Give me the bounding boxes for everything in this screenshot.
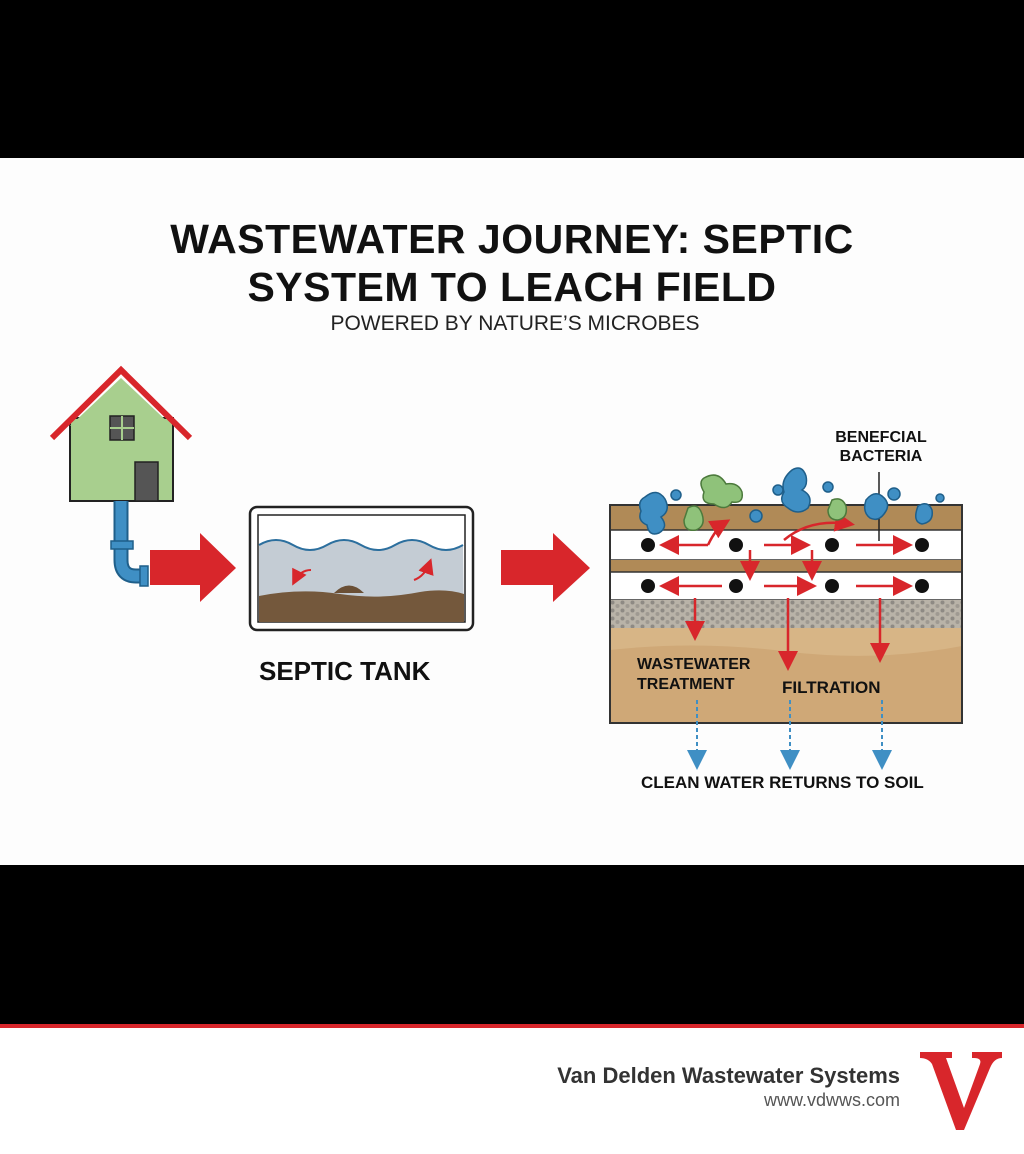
beneficial-label-line-1: BENEFCIAL	[835, 429, 927, 446]
septic-tank-icon	[248, 505, 475, 632]
wastewater-treatment-label: WASTEWATER TREATMENT	[637, 655, 750, 695]
beneficial-label-line-2: BACTERIA	[839, 448, 923, 465]
footer-url[interactable]: www.vdwws.com	[763, 1090, 900, 1110]
flow-arrow-icon	[501, 533, 590, 602]
title-line-1: WASTEWATER JOURNEY: SEPTIC	[170, 216, 854, 262]
lower-black-band	[0, 865, 1024, 1025]
footer-brand: Van Delden Wastewater Systems	[557, 1063, 900, 1088]
title-line-2: SYSTEM TO LEACH FIELD	[247, 264, 777, 310]
pipe-icon	[110, 501, 149, 587]
page-title: WASTEWATER JOURNEY: SEPTIC SYSTEM TO LEA…	[0, 215, 1024, 311]
leach-field-icon	[609, 472, 963, 724]
beneficial-bacteria-label: BENEFCIAL BACTERIA	[826, 428, 936, 466]
treatment-label-line-2: TREATMENT	[637, 676, 735, 693]
clean-water-label: CLEAN WATER RETURNS TO SOIL	[641, 773, 924, 792]
filtration-label: FILTRATION	[782, 678, 881, 697]
page-subtitle: POWERED BY NATURE’S MICROBES	[330, 312, 700, 335]
top-black-band	[0, 0, 1024, 158]
flow-arrow-icon	[150, 533, 236, 602]
footer-divider	[0, 1024, 1024, 1028]
logo-v-icon	[920, 1052, 1002, 1130]
treatment-label-line-1: WASTEWATER	[637, 656, 751, 673]
bacteria-icon	[638, 467, 945, 535]
septic-tank-label: SEPTIC TANK	[259, 656, 431, 686]
house-icon	[49, 365, 193, 502]
